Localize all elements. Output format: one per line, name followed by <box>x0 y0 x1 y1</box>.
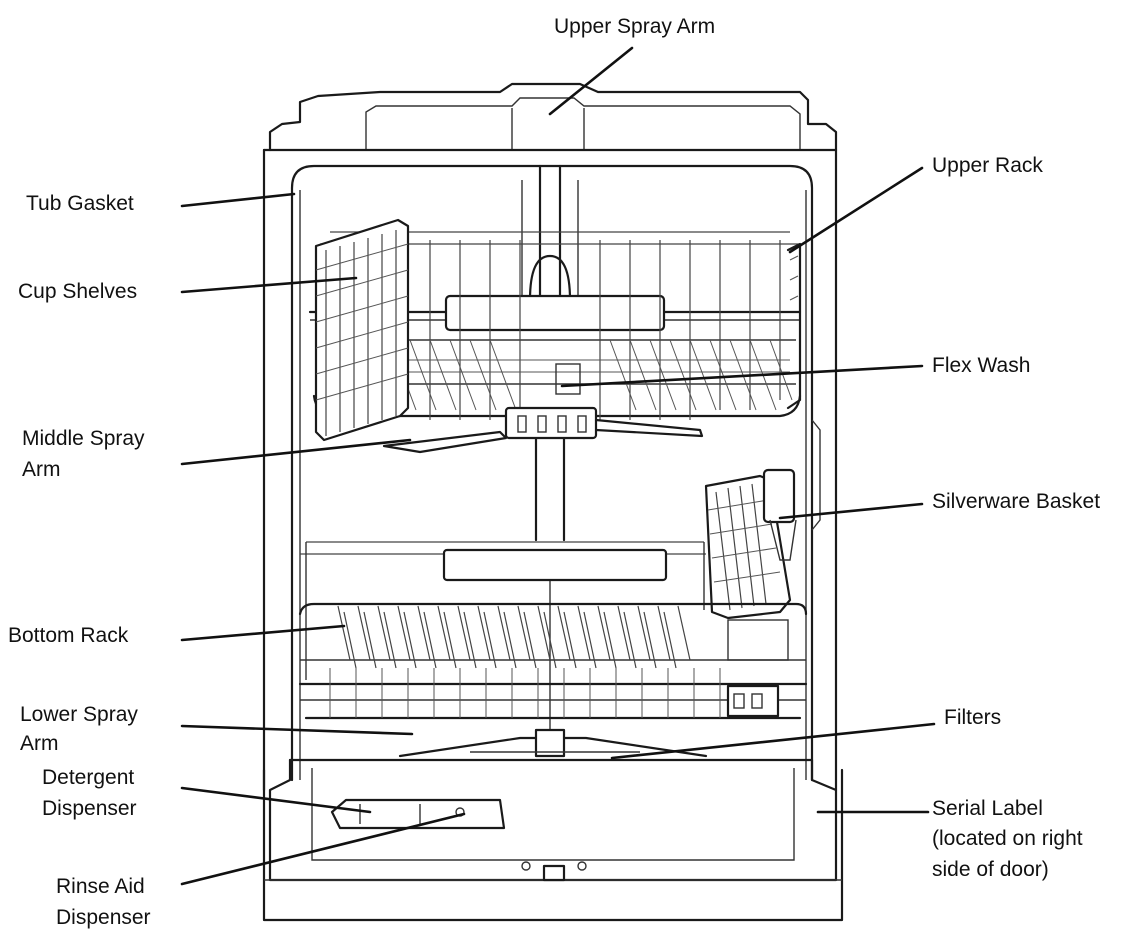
spray-tower <box>521 164 579 740</box>
label-upper-spray-arm: Upper Spray Arm <box>554 15 715 38</box>
leader-cup-shelves <box>180 276 358 294</box>
leader-filters <box>610 722 936 760</box>
label-rinse-aid-dispenser-line1: Rinse Aid <box>56 875 145 898</box>
upper-rack <box>308 218 802 454</box>
label-lower-spray-arm-line2: Arm <box>20 732 59 755</box>
label-cup-shelves: Cup Shelves <box>18 280 137 303</box>
label-detergent-dispenser-line2: Dispenser <box>42 797 137 820</box>
leader-tub-gasket <box>180 192 296 208</box>
label-detergent-dispenser-line1: Detergent <box>42 766 134 789</box>
dishwasher-door <box>262 758 844 922</box>
label-middle-spray-arm-line2: Arm <box>22 458 61 481</box>
label-flex-wash: Flex Wash <box>932 354 1030 377</box>
leader-upper-rack <box>788 166 924 254</box>
label-rinse-aid-dispenser-line2: Dispenser <box>56 906 151 929</box>
leader-silverware-basket <box>778 502 924 520</box>
leader-upper-spray-arm <box>548 46 634 116</box>
label-middle-spray-arm-line1: Middle Spray <box>22 427 145 450</box>
label-serial-label-line2: (located on right <box>932 827 1083 850</box>
label-bottom-rack: Bottom Rack <box>8 624 129 647</box>
leader-detergent-dispenser <box>180 786 372 814</box>
silverware-basket <box>704 468 797 620</box>
leader-middle-spray-arm <box>180 438 412 466</box>
bottom-rack <box>298 541 808 720</box>
callout-labels: Upper Spray Arm Tub Gasket Upper Rack Cu… <box>8 15 1100 929</box>
leader-lines <box>180 46 936 886</box>
leader-rinse-aid-dispenser <box>180 812 466 886</box>
label-serial-label-line3: side of door) <box>932 858 1049 881</box>
label-tub-gasket: Tub Gasket <box>26 192 134 215</box>
label-silverware-basket: Silverware Basket <box>932 490 1100 513</box>
lower-spray-arm <box>398 728 708 758</box>
dishwasher-cabinet <box>262 82 838 792</box>
leader-lower-spray-arm <box>180 724 414 736</box>
leader-flex-wash <box>560 364 924 388</box>
label-serial-label-line1: Serial Label <box>932 797 1043 820</box>
leader-bottom-rack <box>180 624 346 642</box>
label-filters: Filters <box>944 706 1001 729</box>
label-upper-rack: Upper Rack <box>932 154 1043 177</box>
label-lower-spray-arm-line1: Lower Spray <box>20 703 138 726</box>
